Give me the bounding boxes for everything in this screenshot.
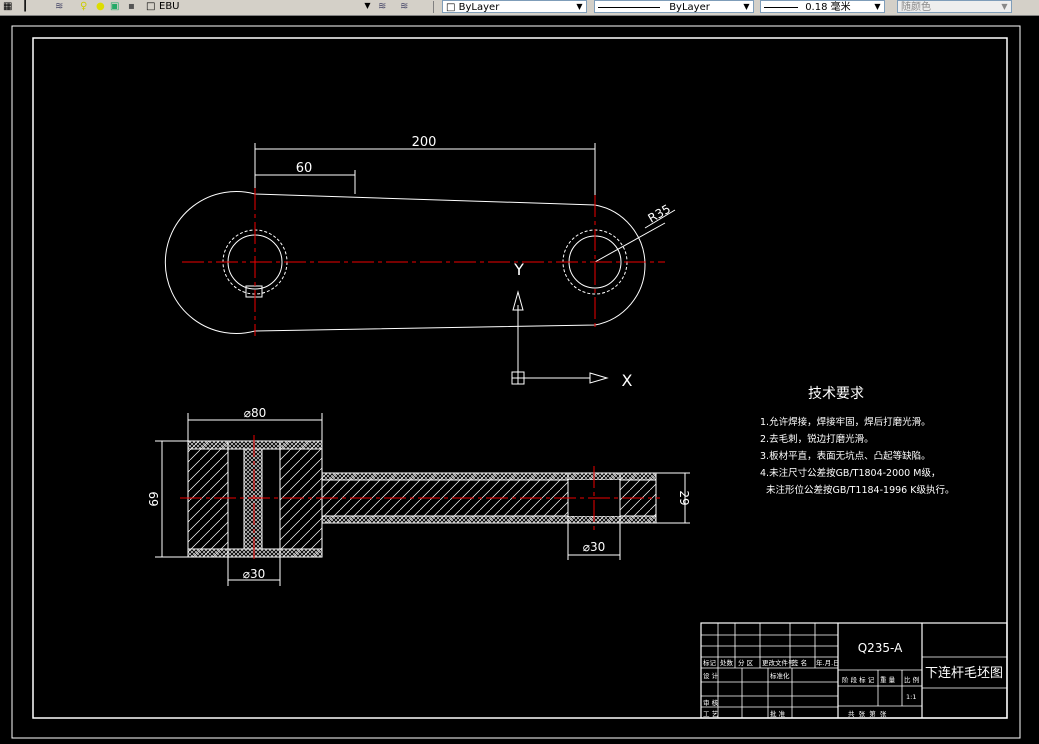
layer-swatch-icon: □ (146, 1, 156, 12)
separator (433, 1, 434, 13)
dim-60: 60 (296, 161, 313, 176)
ucs-x-label: X (622, 371, 633, 390)
ucs-y-label: Y (513, 260, 524, 279)
color-combo[interactable]: □ ByLayer ▼ (442, 0, 587, 13)
plotstyle-value: 随颜色 (901, 2, 931, 13)
tech-req-item: 3.板材平直，表面无坑点、凸起等缺陷。 (760, 450, 931, 462)
dim-phi80: ⌀80 (244, 406, 267, 420)
dim-phi30-right: ⌀30 (583, 540, 606, 554)
tb-label-zone: 分 区 (738, 658, 754, 667)
dim-69: 69 (147, 491, 161, 506)
layer-manager-icon[interactable]: ▦ (3, 1, 13, 12)
tb-label-approve: 批 准 (770, 709, 786, 718)
sun-icon[interactable]: ● (96, 1, 105, 12)
layer-color-icon[interactable]: ▪ (128, 1, 135, 12)
layer-previous-icon[interactable]: ≋ (400, 1, 409, 12)
layer-states-icon[interactable]: ≋ (55, 1, 64, 12)
tb-label-scale: 比 例 (904, 675, 919, 684)
tb-label-date: 年.月.日 (816, 658, 840, 667)
tb-drawing-name: 下连杆毛坯图 (925, 665, 1003, 681)
lineweight-preview (764, 6, 798, 8)
layer-combo[interactable]: EBU ▼ (156, 0, 374, 13)
rod-outline (164, 191, 646, 334)
top-view (164, 143, 676, 334)
title-block (700, 622, 1008, 719)
tb-label-change-doc: 更改文件号 (762, 658, 795, 667)
centerlines-top (182, 188, 665, 336)
chevron-down-icon[interactable]: ▼ (364, 1, 371, 10)
drawing-canvas[interactable]: 200 60 R35 Y X (0, 15, 1039, 744)
centerlines-section (180, 435, 660, 563)
tb-label-stage-mark: 阶 段 标 记 (842, 675, 875, 684)
ucs-icon (511, 290, 609, 385)
tb-label-count: 处数 (720, 658, 734, 667)
color-swatch-icon: □ (446, 2, 459, 13)
dim-29: 29 (677, 490, 691, 505)
linetype-combo[interactable]: ByLayer ▼ (594, 0, 754, 13)
sheet-frame (32, 37, 1008, 719)
linetype-value: ByLayer (669, 2, 710, 13)
tb-label-standard: 标准化 (770, 671, 790, 680)
dim-r35: R35 (646, 202, 673, 226)
tb-label-weight: 重 量 (880, 676, 896, 684)
tb-label-review: 审 核 (703, 698, 719, 707)
linetype-preview (598, 6, 660, 8)
make-current-icon[interactable]: ≋ (378, 1, 387, 12)
tb-label-signature: 签 名 (792, 658, 807, 667)
tb-material: Q235-A (858, 641, 903, 655)
chevron-down-icon[interactable]: ▼ (743, 2, 750, 11)
layer-name: EBU (159, 1, 180, 12)
tb-scale-value: 1:1 (906, 693, 916, 701)
tech-req-item: 4.未注尺寸公差按GB/T1804-2000 M级， (760, 467, 940, 479)
color-value: ByLayer (458, 2, 500, 13)
tb-label-design: 设 计 (703, 671, 719, 680)
dim-200: 200 (412, 135, 437, 150)
tech-req-title: 技术要求 (808, 386, 864, 402)
section-view (155, 413, 690, 586)
tech-req-item: 2.去毛刺，锐边打磨光滑。 (760, 433, 874, 445)
keyway (245, 285, 263, 298)
dim-phi30-left: ⌀30 (243, 567, 266, 581)
lineweight-value: 0.18 毫米 (805, 2, 851, 13)
tb-label-mark: 标记 (703, 658, 717, 667)
tech-req-item: 未注形位公差按GB/T1184-1996 K级执行。 (760, 484, 954, 496)
lock-icon[interactable]: ▣ (110, 1, 120, 12)
chevron-down-icon: ▼ (1001, 2, 1008, 11)
tb-label-process: 工 艺 (703, 710, 719, 718)
sheet-outer-border (11, 25, 1021, 739)
toolbar-grip: ┃ (22, 1, 29, 12)
tb-label-sheets: 共 张 第 张 (848, 709, 887, 718)
tech-req-item: 1.允许焊接，焊接牢固，焊后打磨光滑。 (760, 416, 931, 428)
chevron-down-icon[interactable]: ▼ (576, 2, 583, 11)
bulb-icon[interactable]: ♀ (80, 1, 88, 12)
dim-leader-r35 (594, 222, 666, 263)
plotstyle-combo: 随颜色 ▼ (897, 0, 1012, 13)
properties-toolbar: ▦ ┃ ≋ ♀ ● ▣ ▪ □ EBU ▼ ≋ ≋ □ ByLayer ▼ By… (0, 0, 1039, 16)
chevron-down-icon[interactable]: ▼ (874, 2, 881, 11)
lineweight-combo[interactable]: 0.18 毫米 ▼ (760, 0, 885, 13)
